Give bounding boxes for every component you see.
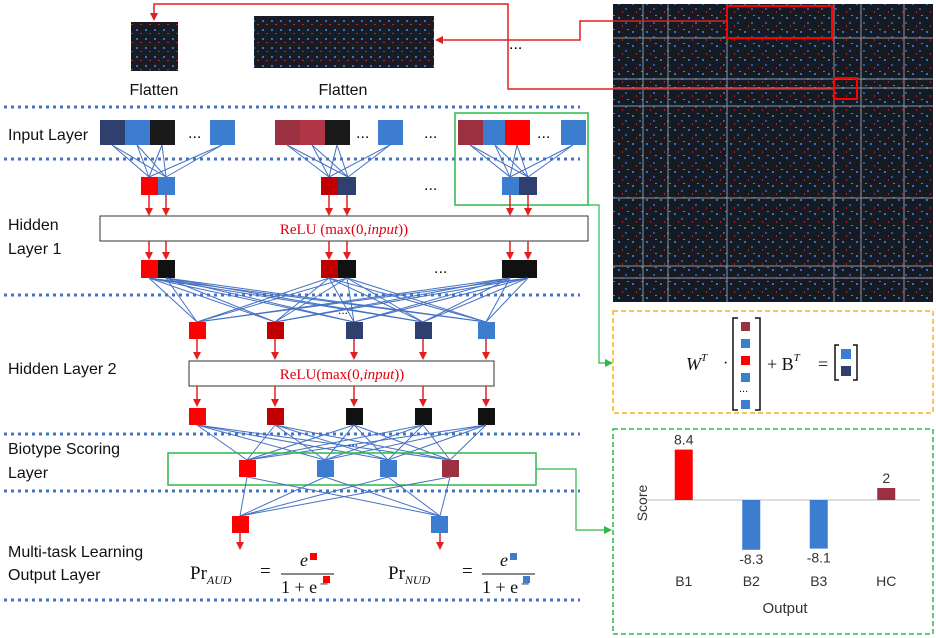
connectivity-matrix <box>613 4 933 302</box>
bar-value-label: 2 <box>882 470 890 486</box>
patch-wide <box>254 16 434 68</box>
bar-b2 <box>742 500 761 550</box>
score-chart: 8.4B1 -8.3B2 -8.1B3 2HC Output Score <box>634 432 920 617</box>
hidden-layer-1-label-line2: Layer 1 <box>8 241 61 258</box>
svg-text:1 + e⁻: 1 + e⁻ <box>482 577 529 597</box>
svg-text:·: · <box>723 355 728 372</box>
svg-text:1 + e⁻: 1 + e⁻ <box>281 577 328 597</box>
svg-text:PrNUD: PrNUD <box>388 563 431 587</box>
relu-1-box: ReLU (max(0,input)) <box>99 215 589 242</box>
category-label: B1 <box>675 573 692 589</box>
input-links <box>111 144 574 178</box>
hidden-1-pre-nodes: ... <box>141 177 537 195</box>
relu-2-in-arrows <box>193 339 490 360</box>
hidden-1-nodes: ... <box>141 260 537 278</box>
patch-small <box>131 22 178 71</box>
input-focus-box <box>454 112 589 206</box>
svg-text:+ BT: + BT <box>767 352 801 374</box>
flatten-label-2: Flatten <box>319 82 368 99</box>
biotype-focus-box <box>167 452 537 486</box>
svg-text:=: = <box>818 354 828 374</box>
category-label: B2 <box>743 573 760 589</box>
svg-text:=: = <box>260 561 271 582</box>
relu-1-out-arrows <box>145 241 532 260</box>
bar-b3 <box>809 500 828 549</box>
biotype-nodes <box>239 460 459 477</box>
chart-xlabel: Output <box>762 600 808 617</box>
hidden-layer-1-label-line1: Hidden <box>8 217 59 234</box>
green-connectors <box>536 204 613 534</box>
equation-panel <box>612 310 934 414</box>
mtl-layer-label-line1: Multi-task Learning <box>8 544 143 561</box>
biotype-ellipsis: ... <box>348 435 358 449</box>
svg-text:WT: WT <box>686 352 708 374</box>
formula-aud: PrAUD = e 1 + e⁻ <box>190 550 334 597</box>
output-arrows <box>236 533 444 550</box>
flatten-label-1: Flatten <box>130 82 179 99</box>
svg-text:ReLU (max(0,input)): ReLU (max(0,input)) <box>280 222 408 238</box>
bar-value-label: -8.3 <box>739 551 763 567</box>
patch-connectors <box>150 3 834 90</box>
chart-ylabel: Score <box>634 485 650 522</box>
biotype-links <box>239 476 451 517</box>
chart-panel <box>612 428 934 635</box>
hidden-2-pre-nodes <box>189 322 495 339</box>
bar-b1 <box>674 449 693 500</box>
formula-nud: PrNUD = e 1 + e⁻ <box>388 550 535 597</box>
svg-text:e: e <box>300 550 308 570</box>
svg-text:...: ... <box>434 260 447 277</box>
input-group-3: ... <box>458 120 586 145</box>
svg-text:...: ... <box>424 177 437 194</box>
relu-2-box: ReLU(max(0,input)) <box>188 360 495 387</box>
relu-2-out-arrows <box>193 386 490 407</box>
svg-text:=: = <box>462 561 473 582</box>
equation: WT · ... + BT = <box>686 317 858 411</box>
layer-separators <box>4 105 580 602</box>
bar-hc <box>877 488 896 500</box>
biotype-layer-label-line2: Layer <box>8 465 49 482</box>
svg-text:e: e <box>500 550 508 570</box>
hidden-2-ellipsis: ... <box>338 303 348 317</box>
bar-value-label: 8.4 <box>674 432 694 448</box>
category-label: B3 <box>810 573 827 589</box>
hidden-layer-2-label: Hidden Layer 2 <box>8 361 117 378</box>
svg-text:ReLU(max(0,input)): ReLU(max(0,input)) <box>280 367 405 383</box>
input-gap-ellipsis: ... <box>424 125 437 142</box>
biotype-layer-label-line1: Biotype Scoring <box>8 441 120 458</box>
svg-text:...: ... <box>188 125 201 142</box>
bar-value-label: -8.1 <box>807 550 831 566</box>
input-layer-label: Input Layer <box>8 127 89 144</box>
hidden-1-links <box>148 277 529 323</box>
category-label: HC <box>876 573 896 589</box>
svg-text:PrAUD: PrAUD <box>190 563 232 587</box>
patch-ellipsis: ... <box>509 36 522 53</box>
hidden-2-links <box>196 424 487 461</box>
svg-text:...: ... <box>537 125 550 142</box>
mtl-layer-label-line2: Output Layer <box>8 567 101 584</box>
input-group-1: ... <box>100 120 235 145</box>
svg-text:...: ... <box>356 125 369 142</box>
input-layer: ... ... ... ... <box>100 120 586 145</box>
input-group-2: ... <box>275 120 403 145</box>
output-nodes <box>232 516 448 533</box>
svg-text:...: ... <box>739 383 748 395</box>
relu-1-in-arrows <box>145 195 532 216</box>
hidden-2-nodes <box>189 408 495 425</box>
